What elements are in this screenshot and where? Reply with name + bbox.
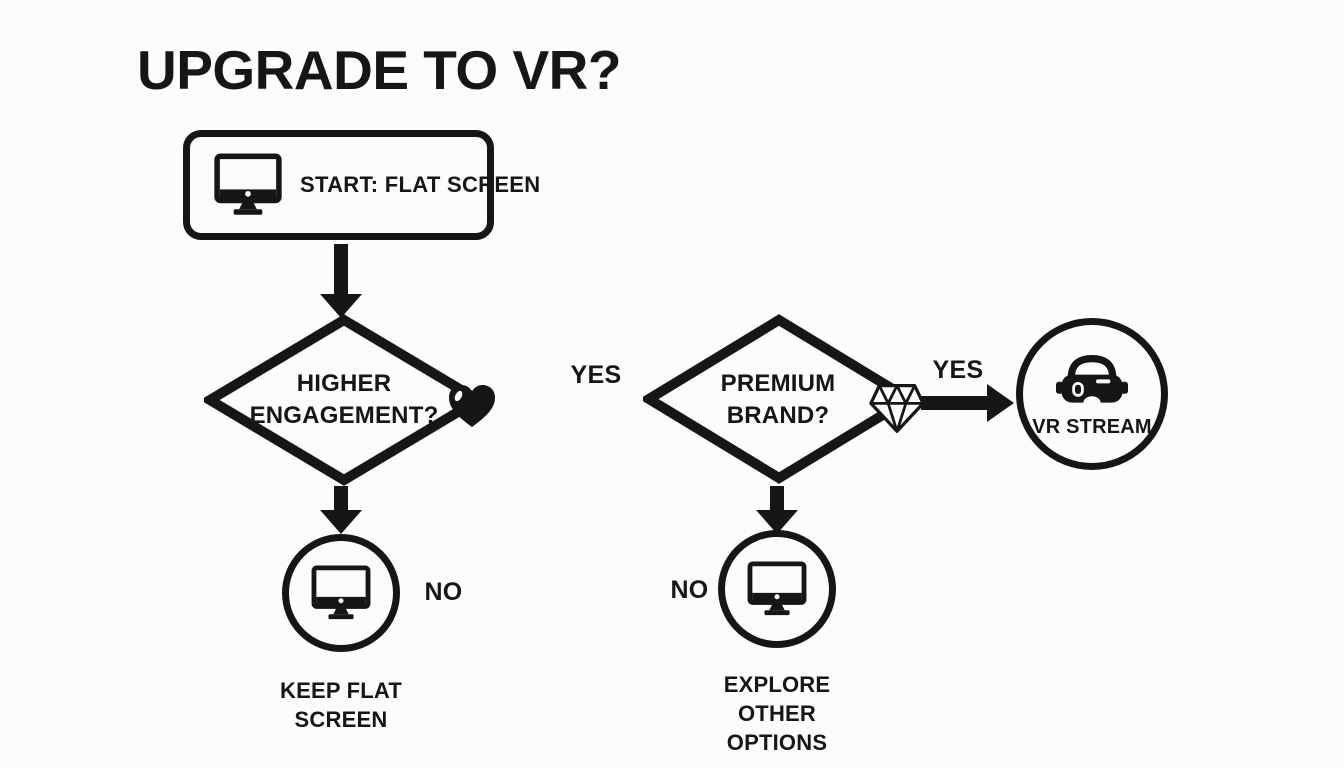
keep-flat-node — [282, 534, 400, 652]
heart-icon — [449, 385, 495, 427]
arrow-start-to-engagement — [320, 244, 362, 318]
edge-label-engagement-yes: YES — [570, 361, 622, 389]
monitor-icon — [745, 561, 809, 617]
monitor-icon — [212, 153, 284, 217]
monitor-icon — [309, 565, 373, 621]
decision-engagement-label: HIGHER ENGAGEMENT? — [249, 370, 439, 429]
arrow-brand-to-vr — [921, 384, 1014, 422]
arrow-engagement-to-keep — [320, 486, 362, 534]
page-title: UPGRADE TO VR? — [137, 39, 621, 101]
gem-icon — [869, 384, 925, 433]
start-node: START: FLAT SCREEN — [183, 130, 540, 240]
decision-brand-diamond — [643, 314, 915, 484]
edge-label-brand-yes: YES — [932, 356, 984, 384]
vr-headset-icon — [1052, 353, 1132, 409]
explore-node — [718, 530, 836, 648]
explore-caption: EXPLORE OTHER OPTIONS — [723, 672, 831, 755]
keep-flat-caption: KEEP FLAT SCREEN — [280, 678, 402, 732]
decision-engagement-diamond — [204, 314, 484, 486]
arrow-brand-to-explore — [756, 486, 798, 534]
vr-stream-node: VR STREAM — [1016, 318, 1168, 470]
edge-label-engagement-no: NO — [424, 578, 463, 606]
vr-stream-label: VR STREAM — [1032, 416, 1152, 438]
start-node-label: START: FLAT SCREEN — [300, 172, 541, 197]
edge-label-brand-no: NO — [670, 576, 709, 604]
decision-brand-label: PREMIUM BRAND? — [720, 370, 836, 429]
